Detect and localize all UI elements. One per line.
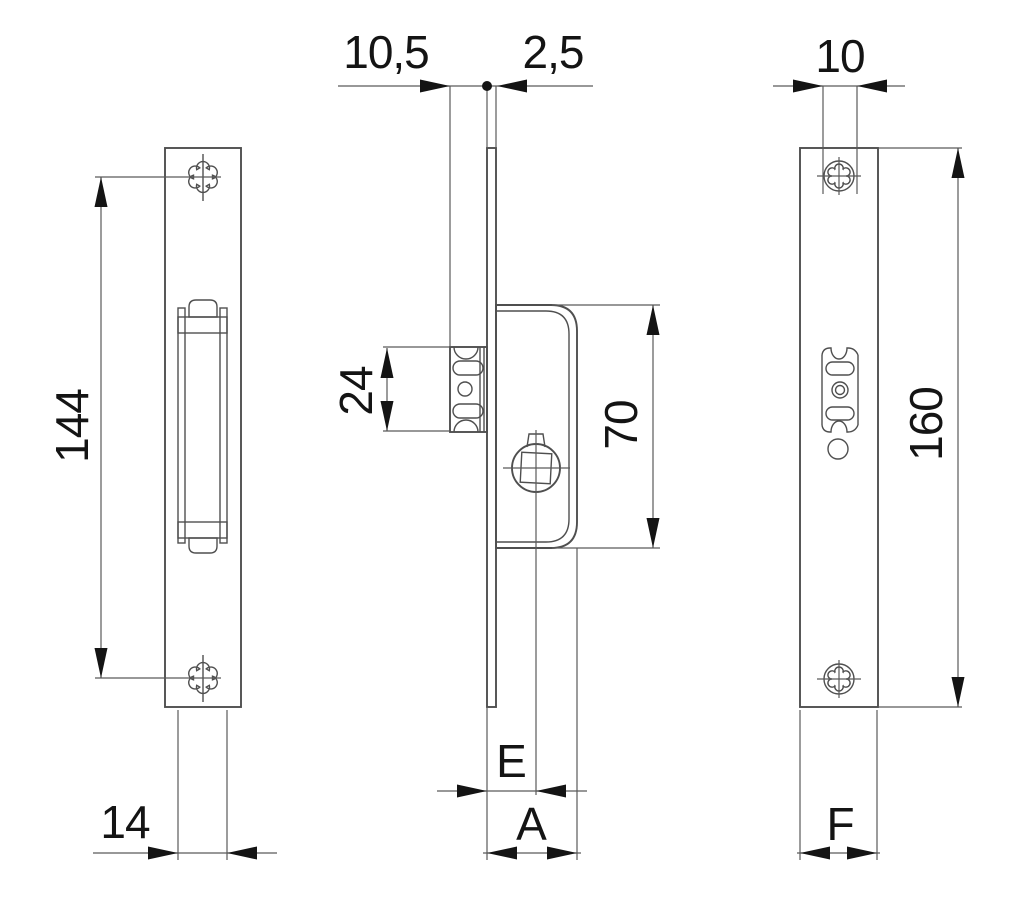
case-inner-contour bbox=[496, 310, 570, 543]
left-view: 144 14 bbox=[46, 147, 277, 860]
arrowhead bbox=[646, 305, 660, 335]
clover-screw-icon bbox=[188, 661, 218, 695]
arrowhead bbox=[380, 348, 394, 378]
latch-slot-top bbox=[825, 361, 855, 376]
latch-head-side bbox=[449, 346, 488, 433]
dimension-10: 10 bbox=[773, 30, 905, 194]
faceplate-back-outline bbox=[799, 147, 879, 708]
arrowhead bbox=[227, 846, 257, 860]
dimension-E: E bbox=[437, 707, 587, 860]
cage-rail-left bbox=[177, 307, 186, 544]
arrowhead bbox=[847, 846, 877, 860]
dimension-label-10: 10 bbox=[815, 30, 864, 82]
dimension-label-70: 70 bbox=[595, 400, 647, 449]
plate-hole bbox=[827, 438, 849, 460]
dimension-A: A bbox=[483, 548, 581, 860]
latch-bottom-wave bbox=[821, 420, 859, 433]
dimension-label-14: 14 bbox=[100, 796, 150, 848]
arrowhead bbox=[380, 401, 394, 431]
dimension-label-E: E bbox=[496, 735, 526, 787]
arrowhead bbox=[536, 784, 566, 798]
dimension-144: 144 bbox=[46, 176, 221, 679]
latch-cage-front bbox=[177, 299, 228, 554]
arrowhead bbox=[951, 677, 965, 707]
arrowhead bbox=[497, 79, 527, 93]
latch-bottom-arc bbox=[453, 419, 479, 433]
middle-view: 10,5 2,5 24 70 E bbox=[330, 26, 660, 860]
bottom-screw bbox=[817, 660, 861, 698]
faceplate-edge-outline bbox=[486, 147, 497, 708]
latch-slot-bottom bbox=[825, 406, 855, 421]
dimension-10-5-and-2-5: 10,5 2,5 bbox=[338, 26, 593, 347]
latch-back bbox=[821, 347, 859, 460]
top-screw bbox=[817, 157, 861, 195]
dimension-label-2-5: 2,5 bbox=[523, 26, 584, 78]
latch-dome-top bbox=[188, 299, 218, 318]
latch-slot-top bbox=[452, 360, 484, 376]
spindle-hub bbox=[503, 430, 570, 795]
latch-dome-bottom bbox=[188, 537, 218, 554]
dimension-24: 24 bbox=[330, 346, 450, 432]
latch-rivet-inner bbox=[834, 384, 846, 396]
arrowhead bbox=[800, 846, 830, 860]
dimension-160: 160 bbox=[878, 147, 965, 708]
dimension-label-A: A bbox=[516, 798, 547, 850]
arrowhead bbox=[857, 79, 887, 93]
cage-rail-right bbox=[219, 307, 228, 544]
dimension-14: 14 bbox=[93, 710, 277, 860]
arrowhead bbox=[487, 846, 517, 860]
right-view: 10 160 F bbox=[773, 30, 965, 860]
latch-top-arc bbox=[453, 346, 479, 360]
arrowhead bbox=[420, 79, 450, 93]
latch-top-wave bbox=[821, 347, 859, 360]
dimension-F: F bbox=[797, 710, 880, 860]
arrowhead bbox=[94, 177, 108, 207]
latch-slot-bottom bbox=[452, 403, 484, 419]
latch-rivet-outer bbox=[831, 381, 849, 399]
dimension-70: 70 bbox=[552, 304, 660, 549]
clover-screw-icon bbox=[188, 160, 218, 194]
arrowhead bbox=[547, 846, 577, 860]
arrowhead bbox=[94, 648, 108, 678]
dimension-dot-terminator bbox=[482, 81, 492, 91]
arrowhead bbox=[951, 148, 965, 178]
faceplate-front-outline bbox=[164, 147, 242, 708]
latch-roller-hole bbox=[457, 381, 473, 397]
spindle-square-hole-icon bbox=[519, 451, 553, 485]
dimension-label-F: F bbox=[826, 798, 853, 850]
dimension-label-10-5: 10,5 bbox=[343, 26, 429, 78]
latch-outline bbox=[449, 346, 488, 433]
dimension-label-24: 24 bbox=[330, 366, 382, 416]
arrowhead bbox=[148, 846, 178, 860]
arrowhead bbox=[646, 518, 660, 548]
arrowhead bbox=[793, 79, 823, 93]
arrowhead bbox=[457, 784, 487, 798]
dimension-label-144: 144 bbox=[46, 389, 98, 463]
dimension-label-160: 160 bbox=[900, 387, 952, 461]
